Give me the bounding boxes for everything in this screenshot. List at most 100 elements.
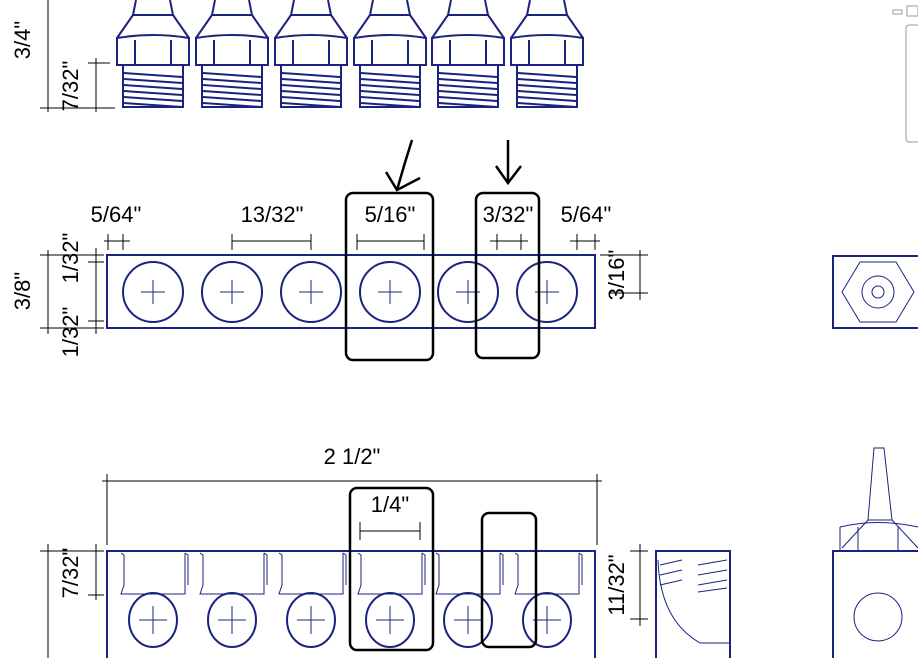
fitting-nozzle — [446, 0, 490, 16]
thread-line — [360, 90, 420, 96]
viewport-controls — [892, 5, 918, 143]
hole — [207, 592, 257, 648]
fitting-nozzle — [289, 0, 333, 16]
fitting-hex-nut — [353, 34, 427, 66]
highlight-box-thread-diameter — [348, 486, 435, 652]
fitting — [116, 0, 190, 108]
hole-center-mark — [218, 606, 246, 634]
markup-annotations-bottom — [348, 486, 538, 652]
thread-line — [202, 72, 262, 78]
fitting-nozzle — [210, 0, 254, 16]
fitting-thread — [280, 64, 342, 108]
thread-line — [438, 96, 498, 102]
thread-line — [202, 78, 262, 84]
thread-line — [281, 84, 341, 90]
thread-profile — [263, 552, 268, 585]
hole — [128, 592, 178, 648]
top-view-dimensions: 3/4" 7/32" — [10, 0, 115, 112]
hole — [122, 261, 184, 323]
bottom-view-dimensions: 2 1/2" 1/4" 7/32" 11/32" — [40, 444, 648, 658]
fitting-hex-nut — [274, 34, 348, 66]
thread-line — [202, 90, 262, 96]
thread-line — [517, 84, 577, 90]
dimension-hole-center-offset: 3/16" — [604, 250, 629, 301]
restore-icon[interactable] — [906, 5, 918, 17]
thread-line — [438, 72, 498, 78]
side-view-hex — [832, 255, 918, 329]
thread-line — [281, 96, 341, 102]
minimize-icon[interactable] — [892, 9, 903, 15]
fitting-cone — [195, 14, 269, 39]
dimension-edge-margin-right: 5/64" — [561, 202, 612, 227]
dimension-hole-pitch: 13/32" — [241, 202, 304, 227]
fitting-nozzle — [368, 0, 412, 16]
thread-line — [517, 90, 577, 96]
hole-center-mark — [220, 280, 244, 304]
hole — [516, 261, 578, 323]
hole-center-mark — [141, 280, 165, 304]
thread-line — [360, 84, 420, 90]
fitting-hex-nut — [195, 34, 269, 66]
hole-center-mark — [376, 606, 404, 634]
fitting — [353, 0, 427, 108]
hole-center-mark — [299, 280, 323, 304]
fitting-cone — [274, 14, 348, 39]
markup-annotations-middle — [344, 139, 541, 362]
thread-line — [123, 72, 183, 78]
hole — [365, 592, 415, 648]
thread-line — [360, 78, 420, 84]
highlight-box-hole-diameter — [344, 191, 435, 362]
arrow-icon — [384, 139, 421, 192]
thread-profile — [342, 552, 347, 585]
thread-line — [202, 102, 262, 108]
highlight-box-hole-gap — [474, 191, 541, 360]
thread-line — [202, 84, 262, 90]
fitting-cone — [353, 14, 427, 39]
dimension-top-margin: 1/32" — [58, 233, 83, 284]
fitting-thread — [516, 64, 578, 108]
dimension-overall-height: 3/4" — [10, 21, 35, 59]
thread-line — [438, 102, 498, 108]
threaded-bore — [278, 552, 344, 595]
side-view-fitting — [832, 447, 918, 658]
thread-line — [123, 102, 183, 108]
hole-center-mark — [297, 606, 325, 634]
thread-line — [517, 96, 577, 102]
dimension-plate-height: 3/8" — [10, 272, 35, 310]
fitting — [274, 0, 348, 108]
thread-line — [281, 78, 341, 84]
threaded-bore — [357, 552, 423, 595]
hole-center-mark — [533, 606, 561, 634]
fitting — [431, 0, 505, 108]
thread-line — [517, 102, 577, 108]
dimension-thread-depth: 7/32" — [58, 548, 83, 599]
threaded-bore — [435, 552, 501, 595]
dimension-thread-diameter: 1/4" — [371, 492, 409, 517]
thread-profile — [421, 552, 426, 585]
dimension-bottom-margin: 1/32" — [58, 307, 83, 358]
thread-line — [123, 96, 183, 102]
dimension-thread-height: 7/32" — [58, 61, 83, 112]
hole-center-mark — [139, 606, 167, 634]
navigation-panel[interactable] — [905, 24, 918, 143]
thread-line — [438, 90, 498, 96]
dimension-side-depth: 11/32" — [604, 554, 629, 615]
threaded-bore — [120, 552, 186, 595]
hole-center-mark — [454, 606, 482, 634]
fitting-hex-nut — [431, 34, 505, 66]
fitting-hex-nut — [116, 34, 190, 66]
hole-center-mark — [378, 280, 402, 304]
fitting-nozzle — [131, 0, 175, 16]
dimension-edge-margin-left: 5/64" — [91, 202, 142, 227]
side-section-view — [655, 550, 731, 658]
fitting — [510, 0, 584, 108]
thread-line — [438, 84, 498, 90]
thread-profile — [499, 552, 504, 585]
thread-line — [123, 78, 183, 84]
fitting-cone — [431, 14, 505, 39]
thread-line — [281, 102, 341, 108]
fitting-cone — [116, 14, 190, 39]
bottom-view-threaded-holes — [120, 552, 583, 648]
